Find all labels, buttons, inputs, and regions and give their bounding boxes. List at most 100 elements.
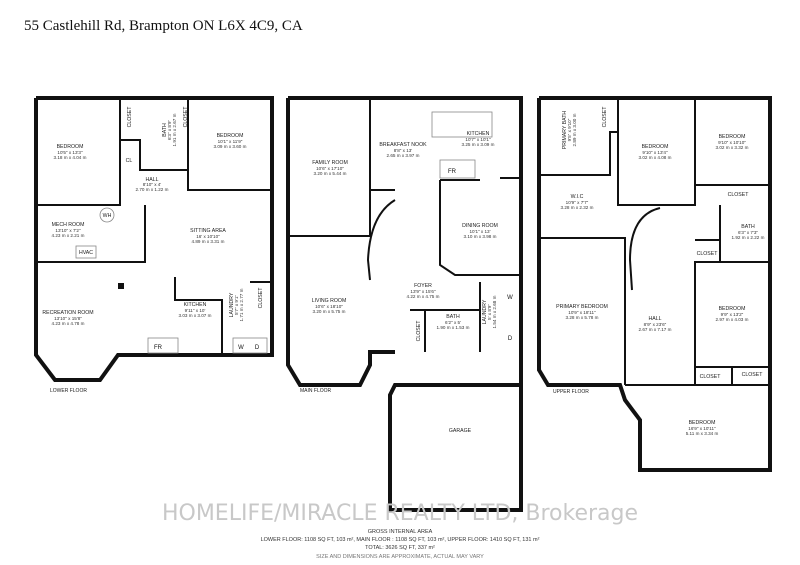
room-text: 9'5" x 9'10" (567, 118, 572, 141)
room-text: CLOSET (728, 192, 750, 198)
room-name: BEDROOM (57, 144, 84, 150)
disclaimer: SIZE AND DIMENSIONS ARE APPROXIMATE, ACT… (316, 554, 484, 560)
room-name: BATH (162, 123, 168, 137)
room-text: 6'2" x 5' (445, 320, 461, 325)
room-text: 16' x 10'10" (196, 234, 220, 239)
main-floor-walls (286, 96, 523, 512)
room-text: 10'9" x 7'7" (566, 200, 589, 205)
room-name: PRIMARY BEDROOM (556, 304, 608, 310)
room-text: FR (154, 345, 163, 351)
room-text: 5.11 m x 3.34 m (686, 431, 719, 436)
room-text: CLOSET (183, 106, 189, 128)
room-text: 2.70 m x 1.22 m (136, 187, 169, 192)
room-name: BEDROOM (217, 133, 244, 139)
room-text: FR (448, 169, 457, 175)
room-text: CLOSET (700, 374, 722, 380)
room-name: BEDROOM (689, 420, 716, 426)
room-name: BEDROOM (719, 306, 746, 312)
room-name: SITTING AREA (190, 228, 226, 234)
room-text: 4.89 m x 3.31 m (192, 239, 225, 244)
room-text: 3.20 m x 5.75 m (313, 309, 346, 314)
room-text: W (507, 295, 513, 301)
room-text: 1.91 m x 2.67 m (172, 113, 177, 146)
room-name: HALL (146, 177, 159, 183)
room-text: 10'9" x 18'11" (568, 310, 596, 315)
room-text: 3.09 m x 3.60 m (214, 144, 247, 149)
room-name: W.I.C (571, 194, 584, 200)
room-text: 10'6" x 17'10" (316, 166, 344, 171)
hvac-unit (75, 245, 97, 259)
room-text: CLOSET (258, 287, 264, 309)
room-name: LAUNDRY (229, 292, 235, 317)
room-text: HVAC (79, 250, 93, 256)
room-text: 1.90 m x 1.53 m (437, 325, 470, 330)
room-text: 16'9" x 10'11" (688, 426, 716, 431)
floor-label: UPPER FLOOR (553, 389, 589, 395)
room-text: 1.54 m x 2.68 m (492, 295, 497, 328)
room-text: 10'5" x 13'3" (57, 150, 83, 155)
room-text: 3.20 m x 5.44 m (314, 171, 347, 176)
room-name: LAUNDRY (482, 299, 488, 324)
main-floor-labels: FAMILY ROOM 10'6" x 17'10" 3.20 m x 5.44… (300, 131, 513, 434)
room-text: 3.02 m x 4.08 m (639, 155, 672, 160)
room-name: BEDROOM (642, 144, 669, 150)
room-name: FAMILY ROOM (312, 160, 348, 166)
brokerage-watermark: HOMELIFE/MIRACLE REALTY LTD, Brokerage (162, 501, 638, 526)
upper-floor-walls (537, 96, 772, 472)
room-text: D (255, 345, 260, 351)
room-text: 10'1" x 11'9" (218, 139, 243, 144)
floor-areas: LOWER FLOOR: 1108 SQ FT, 103 m², MAIN FL… (261, 537, 540, 543)
floor-label: LOWER FLOOR (50, 388, 87, 394)
room-name: RECREATION ROOM (42, 310, 93, 316)
room-text: 1.92 m x 2.22 m (732, 235, 765, 240)
room-text: 9'10" x 10'10" (718, 140, 746, 145)
room-text: CLOSET (742, 372, 764, 378)
total-area: TOTAL: 3626 SQ FT, 337 m² (365, 545, 435, 551)
room-text: CLOSET (416, 320, 422, 342)
room-text: 8'9" x 23'6" (644, 322, 667, 327)
room-text: 6'3" x 7'3" (738, 230, 758, 235)
room-text: D (508, 336, 513, 342)
room-name: BATH (741, 224, 755, 230)
room-text: 5'7" x 9'1" (234, 295, 239, 315)
room-text: 8'8" x 13' (394, 148, 413, 153)
room-text: 3.02 m x 3.32 m (716, 145, 749, 150)
room-text: 9'10" x 13'4" (642, 150, 668, 155)
room-text: 9'11" x 10' (185, 308, 206, 313)
room-text: 8'10" x 4' (143, 182, 162, 187)
room-text: 13'10" x 15'8" (54, 316, 82, 321)
room-text: 2.65 m x 3.97 m (387, 153, 420, 158)
room-text: 2.97 m x 4.03 m (716, 317, 749, 322)
room-text: CLOSET (697, 251, 719, 257)
room-name: HALL (649, 316, 662, 322)
room-text: W (238, 345, 244, 351)
room-text: 3.18 m x 4.04 m (54, 155, 87, 160)
room-text: 3.28 m x 5.78 m (566, 315, 599, 320)
room-text: 3.28 m x 2.32 m (561, 205, 594, 210)
room-text: 6'3" x 8'9" (167, 120, 172, 140)
room-text: 2.67 m x 7.17 m (639, 327, 672, 332)
lower-floor-labels: BEDROOM 10'5" x 13'3" 3.18 m x 4.04 m BE… (42, 106, 264, 394)
room-text: 4.23 m x 2.21 m (52, 233, 85, 238)
room-text: 13'9" x 15'6" (410, 289, 436, 294)
garage-label: GARAGE (449, 428, 472, 434)
room-name: BEDROOM (719, 134, 746, 140)
room-text: 5' x 8'9" (487, 304, 492, 320)
room-name: PRIMARY BATH (562, 111, 568, 150)
room-name: KITCHEN (184, 302, 207, 308)
room-text: CLOSET (602, 106, 608, 128)
room-text: 10'7" x 10'1" (465, 137, 491, 142)
room-text: 3.25 m x 3.09 m (462, 142, 495, 147)
room-name: FOYER (414, 283, 432, 289)
room-text: 10'6" x 18'10" (315, 304, 343, 309)
room-text: 2.89 m x 3.00 m (572, 113, 577, 146)
room-name: MECH ROOM (52, 222, 85, 228)
room-text: 1.71 m x 2.77 m (239, 288, 244, 321)
room-text: 10'1" x 13' (469, 229, 490, 234)
room-text: 13'10" x 7'2" (55, 228, 81, 233)
room-text: 4.22 m x 4.75 m (407, 294, 440, 299)
upper-floor-labels: PRIMARY BATH 9'5" x 9'10" 2.89 m x 3.00 … (553, 106, 765, 436)
listing-address: 55 Castlehill Rd, Brampton ON L6X 4C9, C… (24, 18, 303, 34)
room-name: KITCHEN (467, 131, 490, 137)
